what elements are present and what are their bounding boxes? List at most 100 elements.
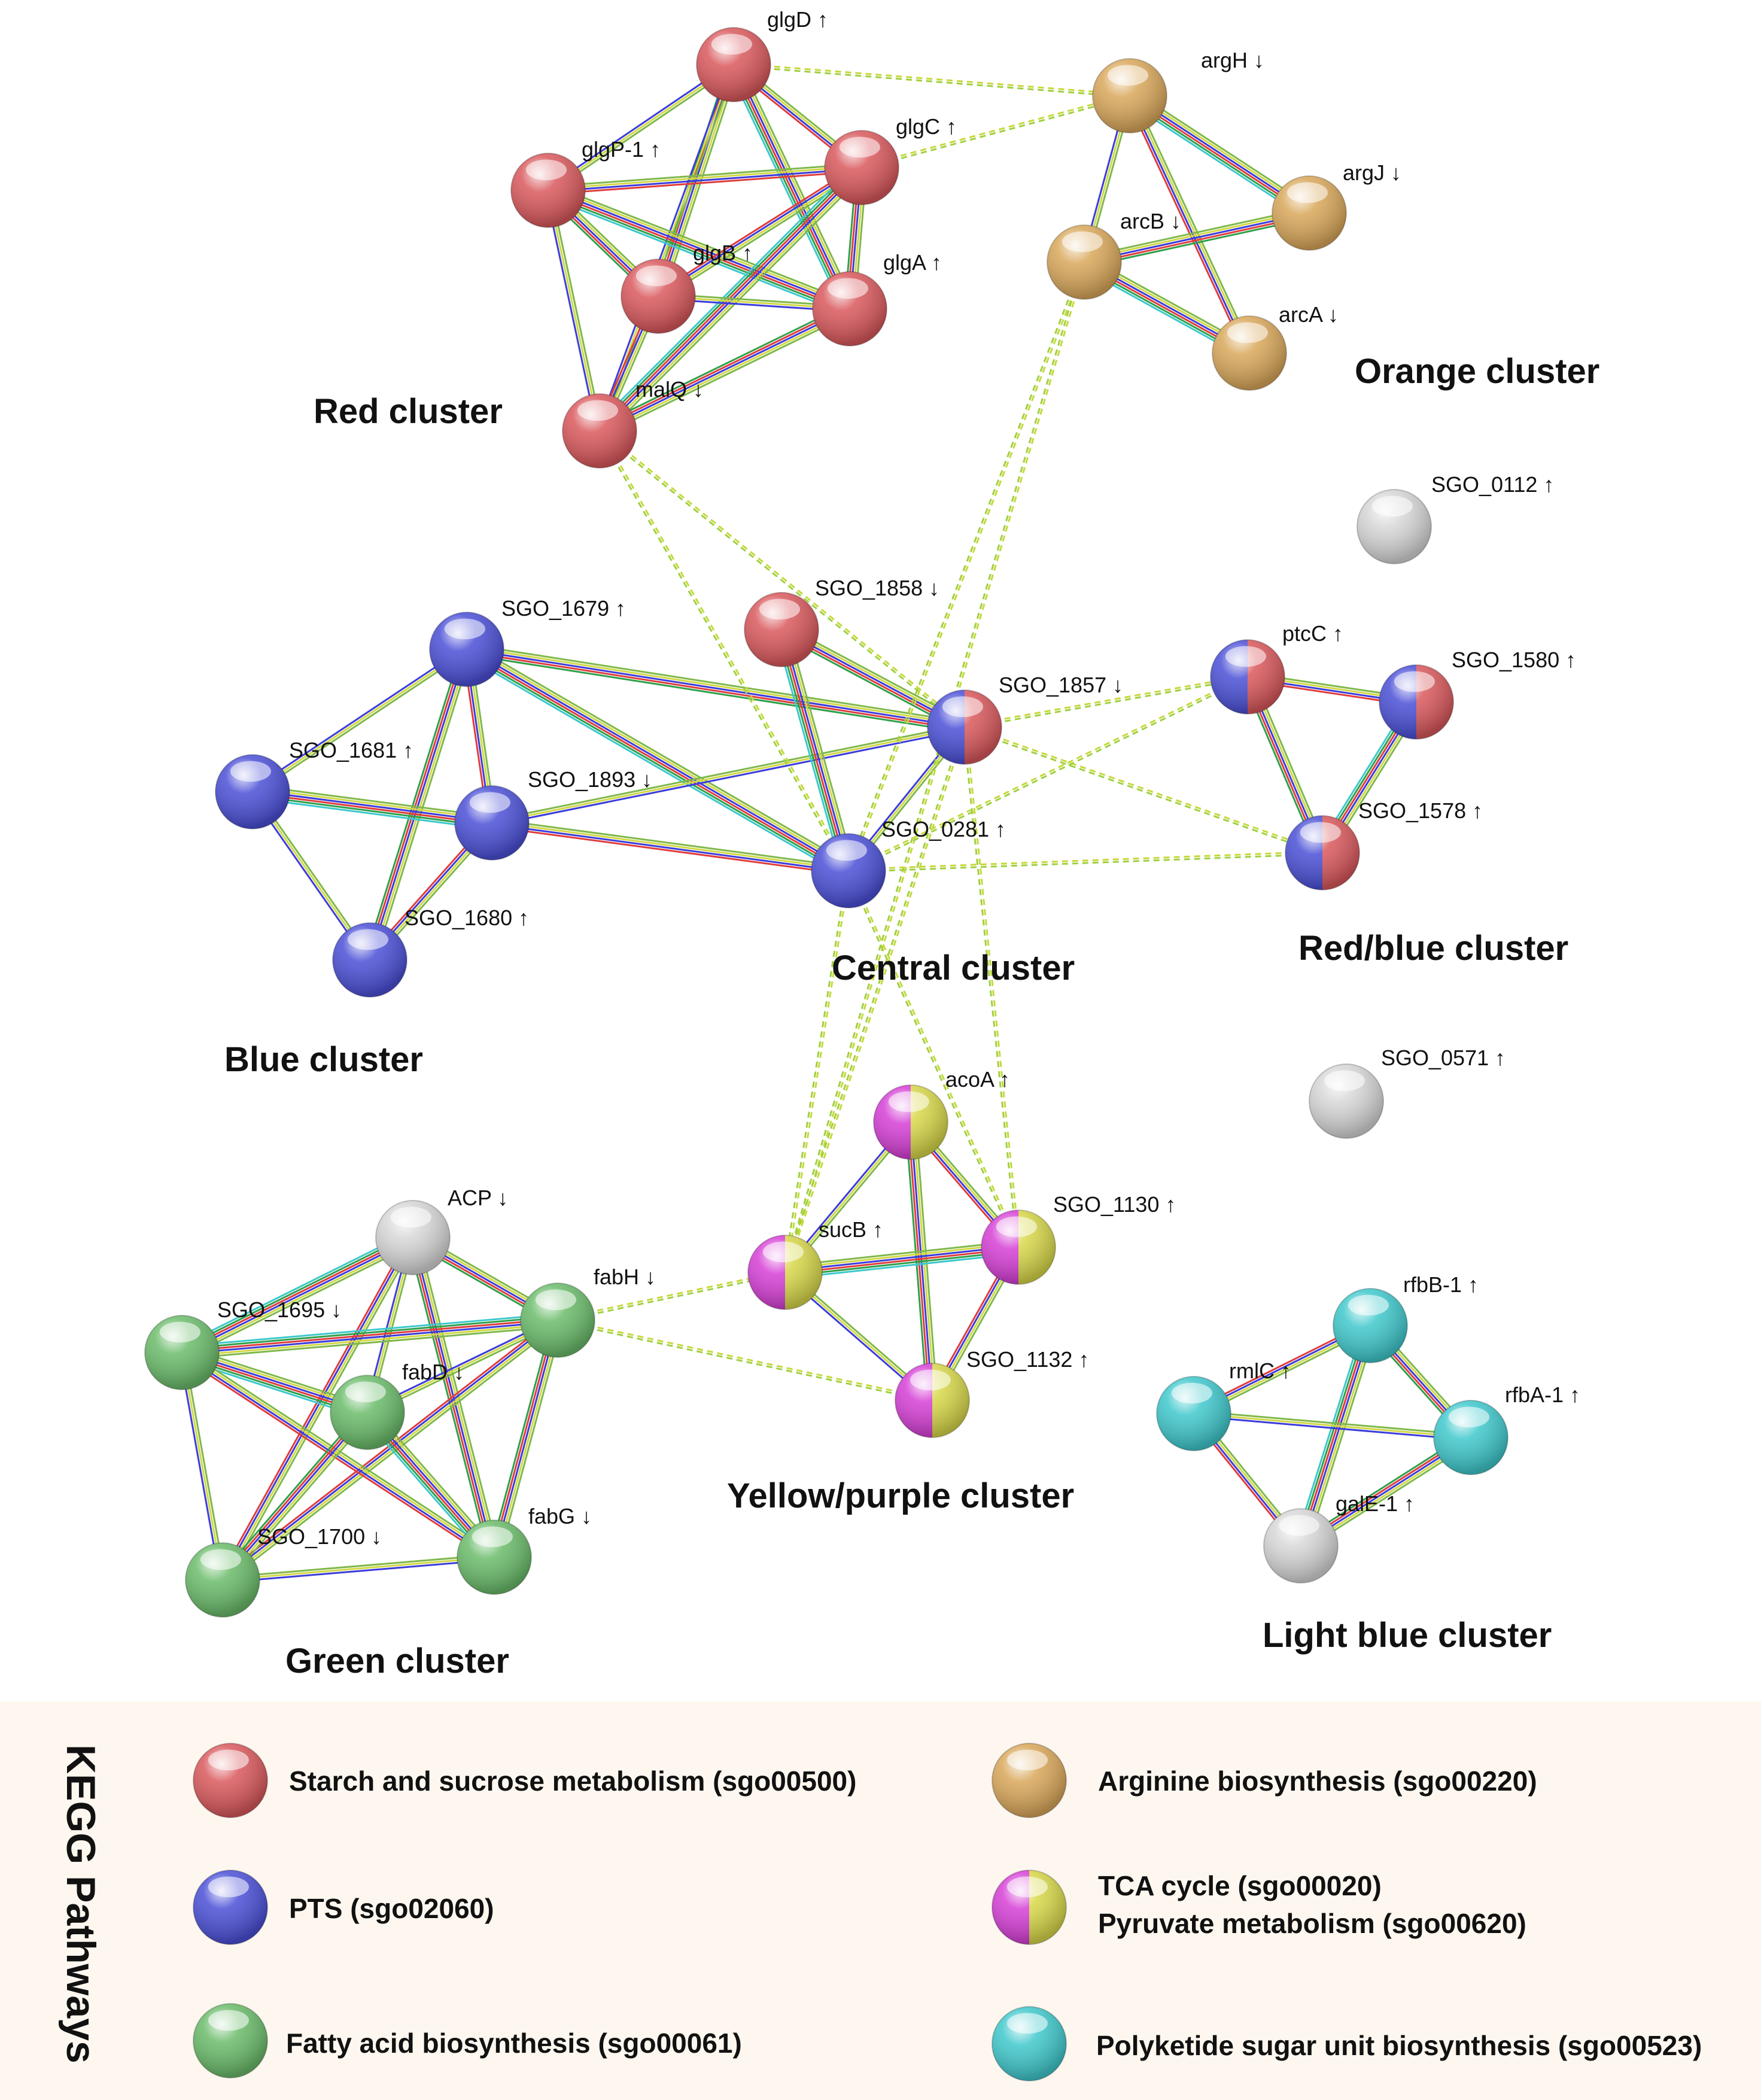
node-label-galE1: galE-1 ↑ — [1336, 1491, 1415, 1516]
node-fabG — [457, 1519, 532, 1595]
protein-nodes — [144, 27, 1508, 1618]
node-label-SGO_1695: SGO_1695 ↓ — [217, 1297, 342, 1322]
node-label-SGO_1679: SGO_1679 ↑ — [501, 596, 626, 621]
node-label-sucB: sucB ↑ — [819, 1217, 883, 1242]
edge-SGO_1857-sucB — [783, 726, 967, 1274]
edge-SGO_1679-SGO_0281 — [463, 643, 853, 877]
node-label-SGO_1130: SGO_1130 ↑ — [1053, 1192, 1176, 1217]
edge-fabH-sucB — [557, 1270, 786, 1323]
node-label-malQ: malQ ↓ — [635, 377, 704, 402]
legend-label-fatty: Fatty acid biosynthesis (sgo00061) — [286, 2028, 742, 2059]
node-SGO_1132 — [895, 1363, 970, 1438]
edge-rfbB1-galE1 — [1294, 1323, 1377, 1548]
edge-SGO_1893-SGO_1857 — [491, 724, 966, 826]
node-SGO_1680 — [332, 922, 407, 998]
node-ACP — [375, 1200, 451, 1275]
node-label-glgA: glgA ↑ — [883, 250, 942, 275]
node-label-acoA: acoA ↑ — [945, 1067, 1010, 1092]
node-labels: glgD ↑ glgP-1 ↑ glgC ↑ glgB ↑ glgA ↑ mal… — [217, 7, 1580, 1549]
node-SGO_1679 — [429, 612, 504, 687]
cluster-labels: Red cluster Orange cluster Blue cluster … — [224, 352, 1599, 1680]
edge-SGO_1679-SGO_1857 — [466, 643, 966, 733]
node-label-arcB: arcB ↓ — [1120, 209, 1181, 233]
legend-label-tca2: Pyruvate metabolism (sgo00620) — [1098, 1908, 1526, 1939]
node-SGO_1130 — [981, 1209, 1056, 1285]
legend-label-starch: Starch and sucrose metabolism (sgo00500) — [289, 1765, 856, 1797]
legend-label-tca1: TCA cycle (sgo00020) — [1098, 1870, 1382, 1901]
legend-swatch-polyketide — [991, 2006, 1067, 2081]
node-SGO_0112 — [1357, 489, 1432, 564]
node-label-SGO_0281: SGO_0281 ↑ — [881, 817, 1006, 841]
node-SGO_1858 — [744, 592, 819, 667]
edge-arcB-sucB — [783, 261, 1087, 1274]
node-label-argH: argH ↓ — [1201, 48, 1264, 72]
edge-rmlC-rfbA1 — [1193, 1410, 1471, 1441]
edge-glgP1-glgC — [548, 163, 862, 195]
node-rmlC — [1156, 1376, 1231, 1451]
node-label-SGO_1857: SGO_1857 ↓ — [999, 673, 1123, 697]
edge-argH-arcA — [1125, 93, 1254, 355]
legend-swatch-fatty — [193, 2003, 268, 2078]
edge-fabH-SGO_1695 — [181, 1313, 559, 1360]
cluster-label-blue: Blue cluster — [224, 1040, 423, 1079]
legend-swatch-arginine — [991, 1743, 1067, 1818]
node-SGO_1578 — [1285, 815, 1360, 891]
node-arcA — [1212, 315, 1287, 391]
node-SGO_0281 — [811, 833, 886, 908]
edge-fabH-SGO_1132 — [557, 1318, 933, 1403]
node-label-glgD: glgD ↑ — [767, 7, 828, 32]
node-argJ — [1272, 175, 1347, 251]
node-rfbB1 — [1333, 1288, 1408, 1363]
edge-glgC-glgB — [655, 163, 865, 300]
legend-label-pts: PTS (sgo02060) — [289, 1893, 494, 1924]
node-label-SGO_1681: SGO_1681 ↑ — [289, 738, 413, 762]
node-label-SGO_1578: SGO_1578 ↑ — [1358, 798, 1483, 823]
node-argH — [1092, 58, 1167, 133]
legend-swatches — [193, 1743, 1067, 2081]
edge-SGO_1858-SGO_0281 — [774, 627, 856, 873]
edge-glgP1-malQ — [545, 189, 603, 432]
edge-SGO_1679-SGO_1681 — [250, 646, 469, 795]
cluster-label-orange: Orange cluster — [1355, 352, 1599, 391]
node-label-arcA: arcA ↓ — [1279, 302, 1339, 327]
node-label-SGO_1132: SGO_1132 ↑ — [966, 1347, 1089, 1372]
node-label-fabH: fabH ↓ — [594, 1265, 656, 1289]
node-label-SGO_1580: SGO_1580 ↑ — [1452, 648, 1576, 672]
edge-SGO_1857-SGO_1578 — [963, 725, 1324, 855]
legend-title: KEGG Pathways — [58, 1745, 104, 2063]
kegg-legend: KEGG Pathways Starch and sucrose metabol… — [58, 1743, 1702, 2081]
cluster-label-redblue: Red/blue cluster — [1298, 929, 1568, 968]
node-label-argJ: argJ ↓ — [1343, 160, 1401, 185]
edge-SGO_1695-SGO_1700 — [178, 1351, 226, 1581]
edge-malQ-SGO_0281 — [597, 430, 851, 872]
node-SGO_1893 — [454, 785, 530, 861]
node-label-ptcC: ptcC ↑ — [1282, 621, 1343, 646]
legend-label-polyketide: Polyketide sugar unit biosynthesis (sgo0… — [1096, 2030, 1702, 2061]
edge-ACP-SGO_1700 — [218, 1235, 417, 1582]
node-label-SGO_1893: SGO_1893 ↓ — [528, 767, 652, 792]
node-label-SGO_0571: SGO_0571 ↑ — [1381, 1046, 1505, 1070]
edge-fabH-fabG — [488, 1318, 564, 1559]
node-label-SGO_1700: SGO_1700 ↓ — [257, 1524, 382, 1549]
edge-SGO_1700-fabG — [222, 1554, 495, 1584]
node-acoA — [873, 1084, 948, 1160]
cluster-label-green: Green cluster — [285, 1642, 509, 1680]
node-label-fabG: fabG ↓ — [528, 1504, 592, 1528]
node-label-fabD: fabD ↓ — [402, 1360, 464, 1384]
edge-SGO_1857-SGO_1130 — [962, 727, 1021, 1248]
edge-SGO_1681-SGO_1893 — [251, 785, 493, 830]
edge-glgD-glgA — [727, 61, 856, 312]
edge-arcB-SGO_0281 — [846, 261, 1087, 872]
cluster-label-lightblue: Light blue cluster — [1263, 1616, 1552, 1655]
node-label-rfbA1: rfbA-1 ↑ — [1505, 1382, 1580, 1407]
node-ptcC — [1210, 639, 1285, 715]
node-SGO_0571 — [1309, 1063, 1384, 1139]
legend-label-arginine: Arginine biosynthesis (sgo00220) — [1098, 1765, 1537, 1797]
node-arcB — [1047, 224, 1122, 300]
cluster-label-yellowpurple: Yellow/purple cluster — [727, 1476, 1074, 1515]
node-SGO_1580 — [1379, 664, 1454, 740]
node-glgD — [696, 27, 771, 102]
edge-ACP-SGO_1695 — [178, 1231, 416, 1359]
edge-glgA-malQ — [597, 303, 853, 436]
